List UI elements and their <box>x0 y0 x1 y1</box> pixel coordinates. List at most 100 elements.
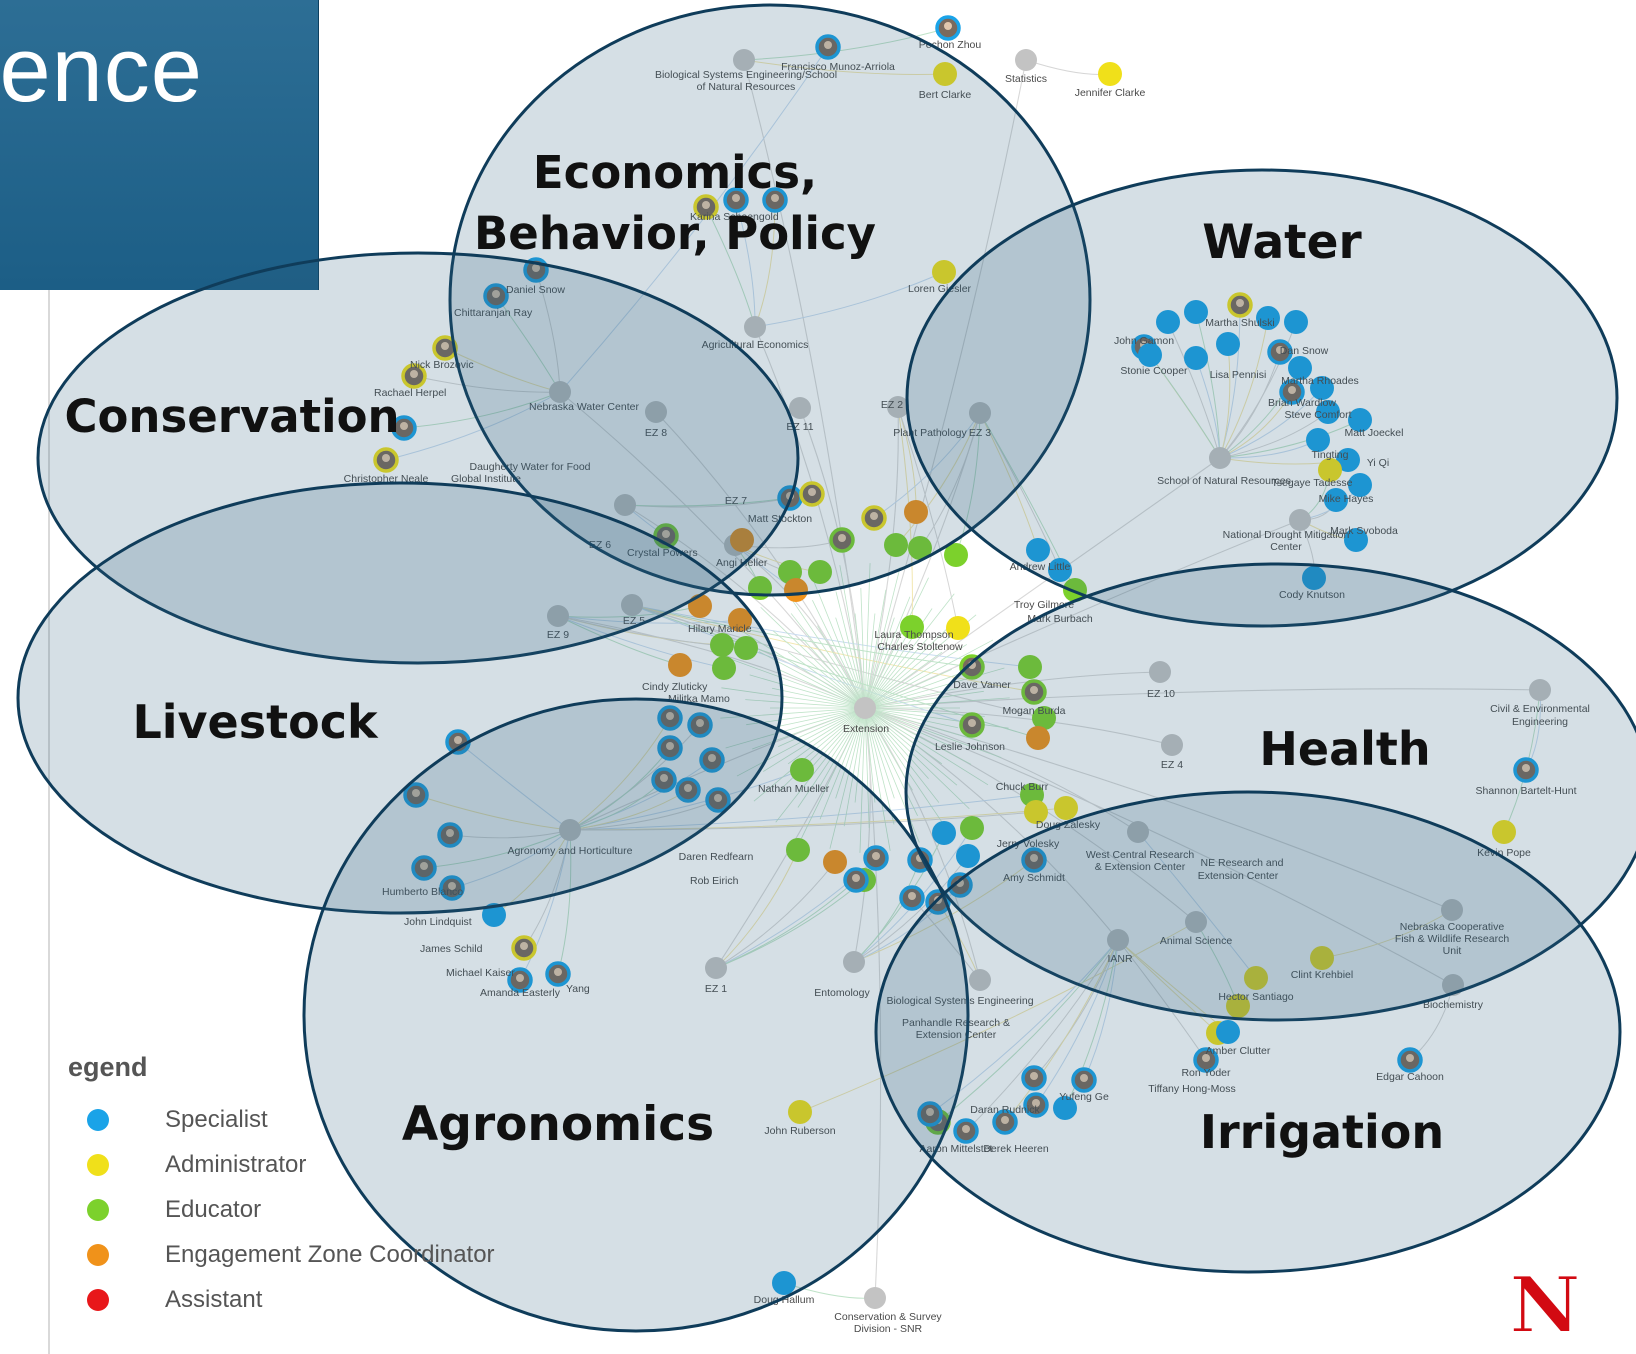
network-node-label: Tsegaye Tadesse <box>1272 477 1353 489</box>
cluster-title-irrigation: Irrigation <box>1200 1105 1444 1159</box>
network-edge <box>557 605 701 618</box>
network-edge <box>1321 909 1453 959</box>
person-node <box>1216 332 1240 356</box>
network-node-label: Hector Santiago <box>1218 991 1293 1003</box>
group-hub-node <box>1441 899 1463 921</box>
person-node <box>784 578 808 602</box>
group-hub-node <box>1107 929 1129 951</box>
person-photo-face <box>1522 764 1530 772</box>
network-edge <box>965 939 1119 1132</box>
network-edge <box>787 651 866 709</box>
legend-label: Assistant <box>165 1285 263 1313</box>
cluster-circles <box>16 3 1636 1333</box>
network-edge <box>812 599 866 709</box>
group-hub-node <box>549 381 571 403</box>
person-photo-face <box>1236 299 1244 307</box>
person-node <box>1310 376 1334 400</box>
specialist-dot-icon <box>87 1108 109 1131</box>
network-node-label: Laura Thompson <box>874 629 953 641</box>
network-edge <box>864 707 947 829</box>
network-node-label: IANR <box>1107 953 1133 965</box>
network-node-label: Fish & Wildlife Research <box>1395 933 1510 945</box>
cluster-title-livestock: Livestock <box>132 695 379 749</box>
person-node <box>823 850 847 874</box>
nebraska-n-logo-icon: N <box>1508 1268 1581 1340</box>
person-node <box>482 903 506 927</box>
network-edge <box>864 651 943 709</box>
cluster-circle <box>905 168 1619 628</box>
network-edge <box>743 59 946 75</box>
network-edge <box>754 271 945 328</box>
person-node <box>1492 820 1516 844</box>
network-edge <box>444 347 561 393</box>
network-edge <box>829 707 866 849</box>
network-node-label: School of Natural Resources <box>1157 475 1291 487</box>
network-node-label: Biological Systems Engineering/School <box>655 69 837 81</box>
network-node-label: Division - SNR <box>854 1323 923 1335</box>
network-node-label: Daran Rudnick <box>970 1104 1040 1116</box>
network-edge <box>715 879 857 969</box>
network-edge <box>895 412 981 546</box>
person-node <box>908 536 932 560</box>
network-node-label: Nathan Mueller <box>758 783 830 795</box>
person-node <box>1156 310 1180 334</box>
network-node-label: EZ 3 <box>969 427 991 439</box>
network-edge <box>569 747 671 831</box>
network-node-label: Daren Redfearn <box>679 851 754 863</box>
network-edge <box>853 859 1035 963</box>
network-node-label: Extension Center <box>916 1029 997 1041</box>
network-edge <box>1219 351 1281 459</box>
person-photo-face <box>1080 1074 1088 1082</box>
group-hub-node <box>621 594 643 616</box>
network-edge <box>864 707 958 786</box>
legend-label: Specialist <box>165 1105 268 1133</box>
slide-title: ience <box>0 19 203 121</box>
network-edge <box>860 588 866 709</box>
network-node-label: Agricultural Economics <box>702 339 809 351</box>
person-node <box>1138 343 1162 367</box>
person-photo-face <box>1030 854 1038 862</box>
network-edge <box>413 375 561 393</box>
network-edge <box>854 707 866 803</box>
network-node-label: Tingting <box>1312 449 1349 461</box>
network-edge <box>449 829 571 839</box>
network-edge <box>1219 387 1323 459</box>
network-node-label: Yufeng Ge <box>1059 1091 1109 1103</box>
network-node-label: Cindy Zluticky <box>642 681 708 693</box>
network-edge <box>790 613 866 709</box>
network-edge <box>864 707 913 791</box>
network-edge <box>1004 939 1119 1123</box>
network-edge <box>385 391 561 461</box>
legend: egend Specialist Administrator Educator … <box>68 1052 495 1322</box>
network-edge <box>749 674 866 709</box>
person-node <box>1348 408 1372 432</box>
group-hub-node <box>887 396 909 418</box>
person-node <box>786 838 810 862</box>
network-node-label: Biochemistry <box>1423 999 1484 1011</box>
person-photo-face <box>420 862 428 870</box>
network-node-label: EZ 7 <box>725 495 747 507</box>
person-node <box>1344 528 1368 552</box>
network-node-label: Karina Schoengold <box>690 211 779 223</box>
network-node-label: James Schild <box>420 943 483 955</box>
person-node <box>1310 946 1334 970</box>
network-edge <box>864 59 1027 709</box>
person-photo-face <box>1001 1116 1009 1124</box>
network-edge <box>741 630 866 709</box>
network-edge <box>835 617 866 709</box>
person-photo-face <box>382 454 390 462</box>
legend-item-educator: Educator <box>68 1187 495 1232</box>
person-node <box>1018 655 1042 679</box>
person-node <box>956 844 980 868</box>
person-node <box>1098 62 1122 86</box>
network-node-label: Mike Hayes <box>1319 493 1374 505</box>
person-photo-face <box>872 852 880 860</box>
svg-text:N: N <box>1509 1268 1580 1340</box>
person-node <box>1348 473 1372 497</box>
network-edge <box>897 406 959 629</box>
network-edge <box>569 794 1033 831</box>
network-edge <box>725 707 866 749</box>
network-edge <box>864 690 984 709</box>
